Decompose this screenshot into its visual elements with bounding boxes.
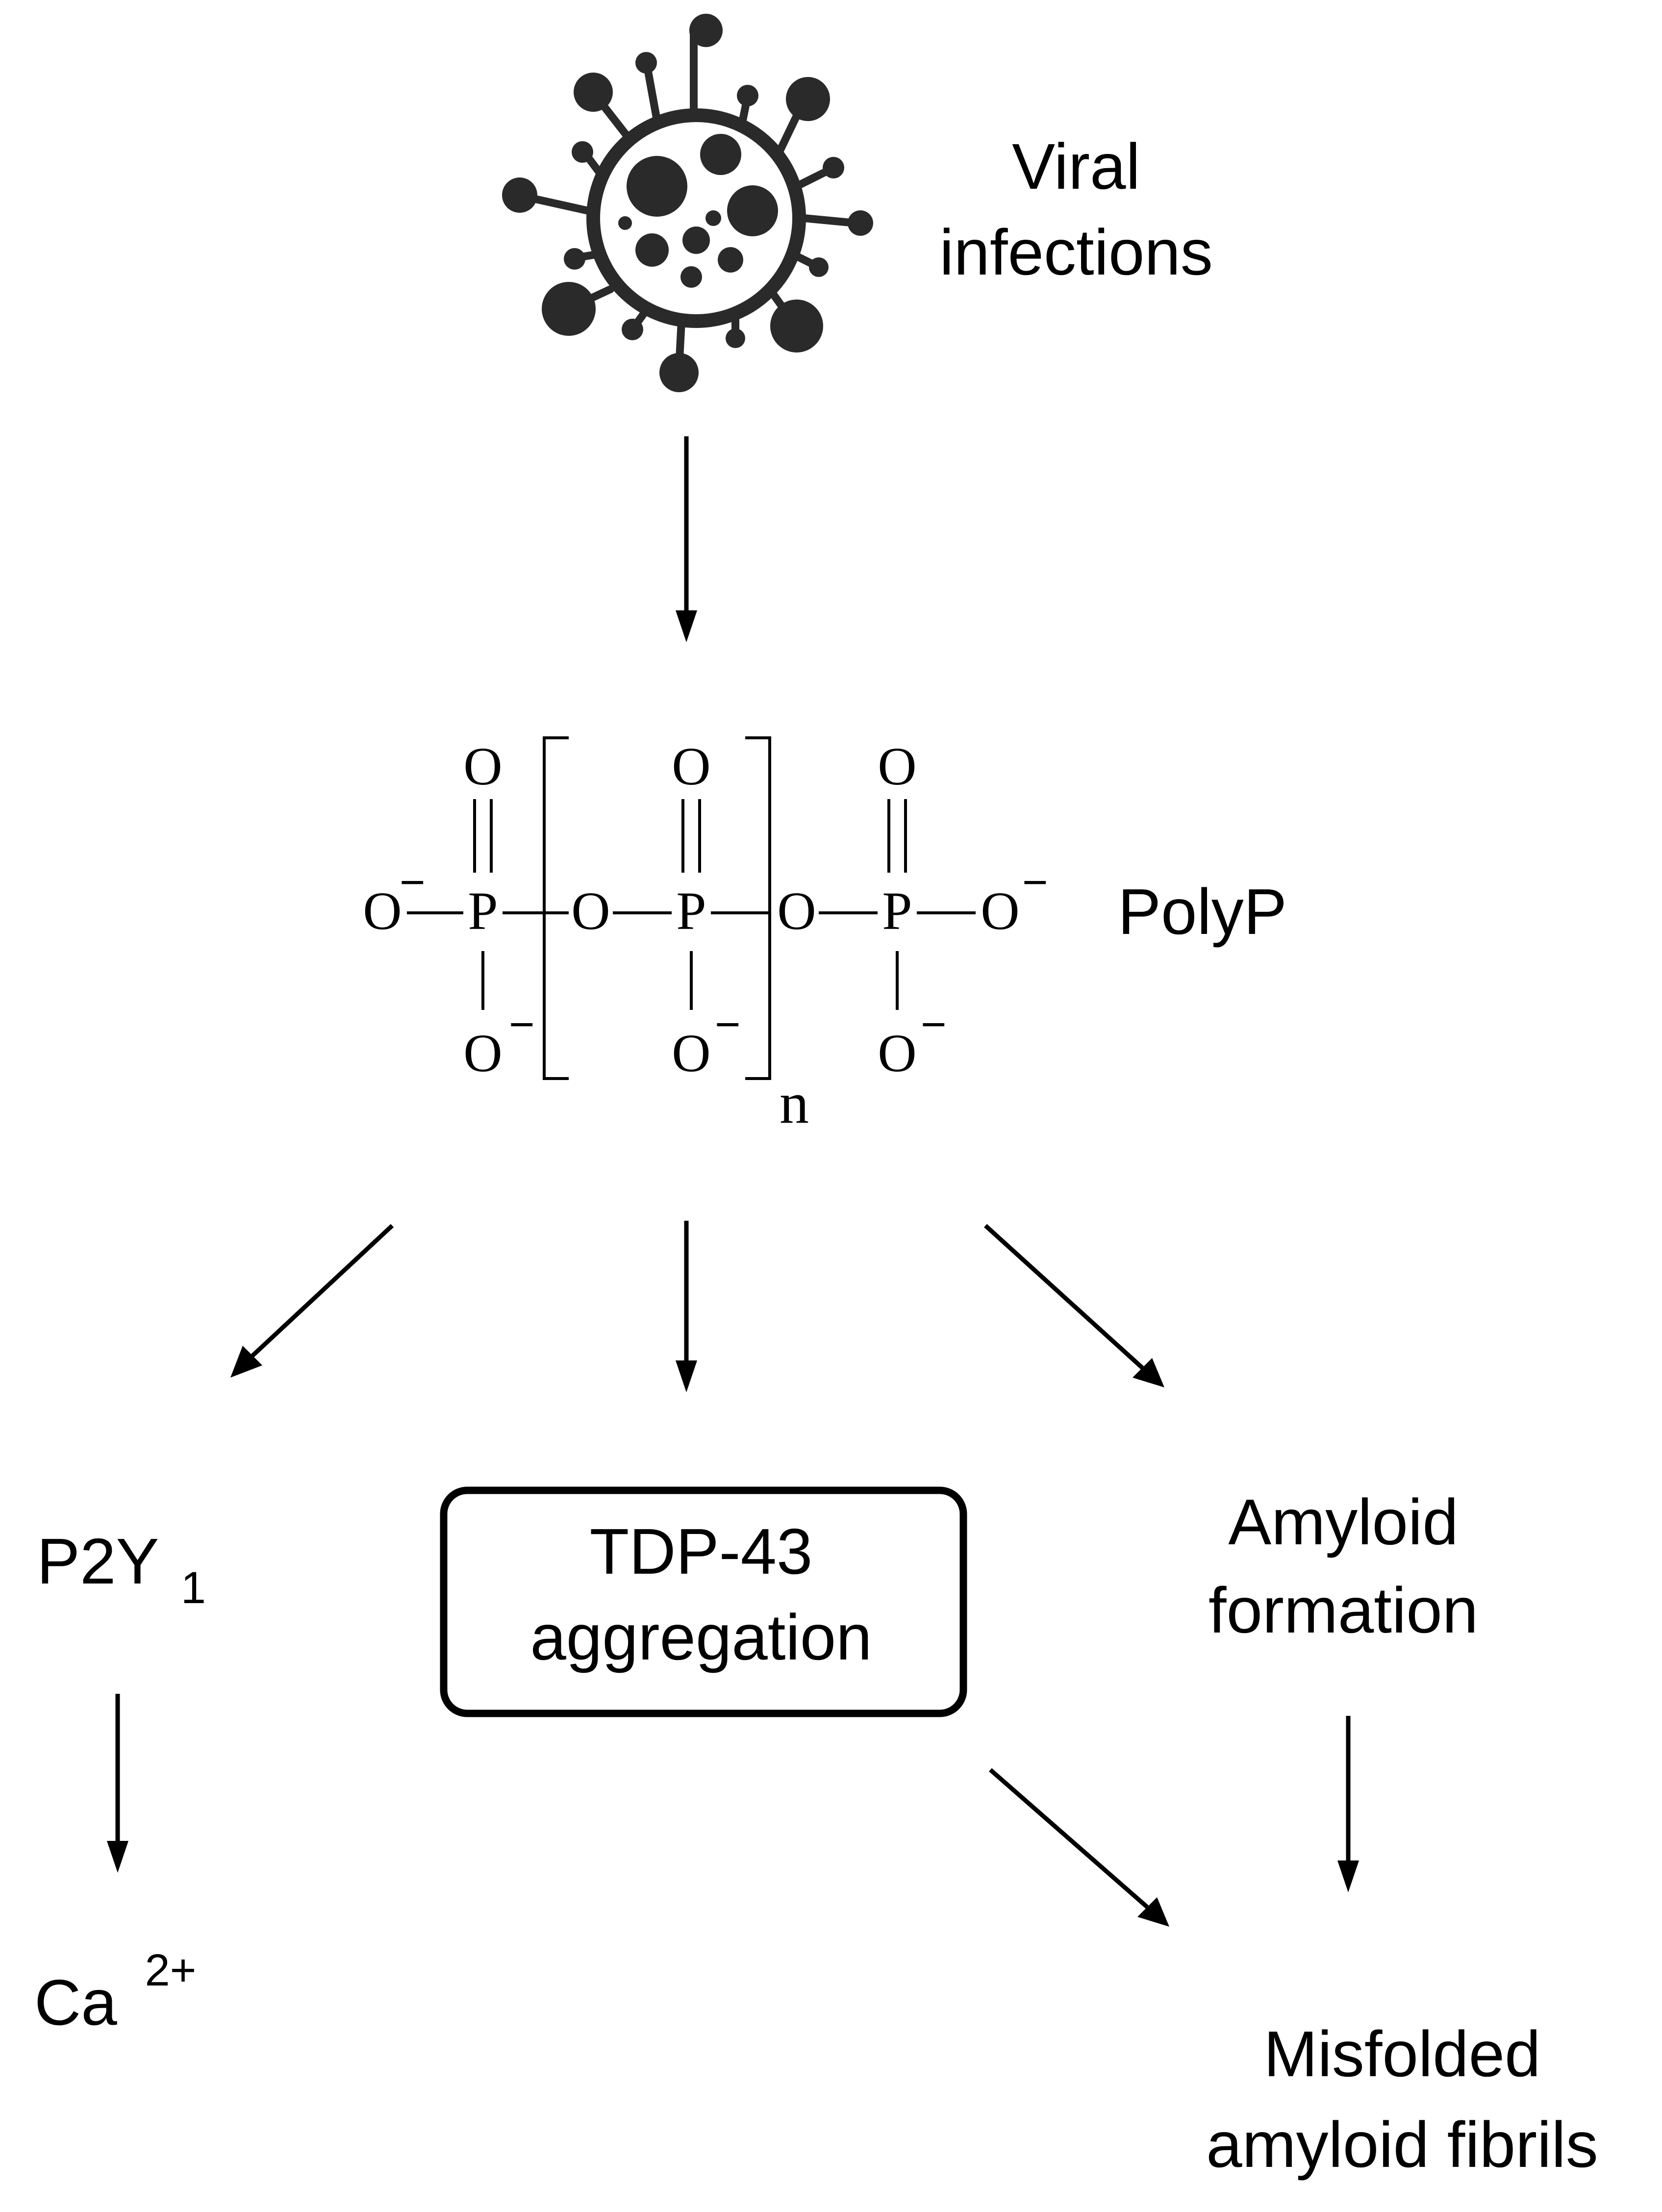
- p2y1-main: P2Y: [37, 1525, 158, 1597]
- arrow-tdp43-to-misfolded: [989, 1768, 1169, 1927]
- oxygen-top-1: O: [463, 736, 502, 796]
- oxygen-bridge-2: O: [777, 881, 816, 941]
- misfolded-fibrils-label-line2: amyloid fibrils: [1206, 2109, 1598, 2181]
- calcium-superscript: 2+: [145, 1945, 196, 1995]
- minus-bottom-1: −: [509, 1000, 535, 1049]
- minus-bottom-2: −: [715, 1000, 741, 1049]
- arrow-virus-to-polyp: [676, 436, 697, 642]
- oxygen-bottom-3: O: [878, 1023, 916, 1083]
- oxygen-right-end: O: [981, 881, 1019, 941]
- viral-infections-label: Viral: [1012, 130, 1140, 202]
- minus-left-end: −: [400, 858, 426, 907]
- oxygen-bridge-1: O: [571, 881, 610, 941]
- polyp-structure: O P O − O − O O P O − n O O P O: [363, 736, 1048, 1135]
- phosphorus-2: P: [676, 881, 706, 941]
- p2y1-subscript: 1: [181, 1563, 206, 1613]
- minus-right-end: −: [1022, 858, 1048, 907]
- tdp43-label: TDP-43: [590, 1515, 813, 1587]
- oxygen-bottom-1: O: [463, 1023, 502, 1083]
- misfolded-fibrils-label: Misfolded: [1264, 2018, 1541, 2090]
- oxygen-left-end: O: [363, 881, 402, 941]
- oxygen-bottom-2: O: [672, 1023, 710, 1083]
- arrow-polyp-to-amyloid: [983, 1224, 1164, 1387]
- arrow-polyp-to-tdp43: [676, 1221, 697, 1392]
- tdp43-label-line2: aggregation: [530, 1601, 872, 1673]
- oxygen-top-3: O: [878, 736, 916, 796]
- tdp43-box: [440, 1486, 967, 1717]
- calcium-main: Ca: [34, 1966, 117, 2038]
- repeat-subscript-n: n: [780, 1070, 809, 1135]
- minus-bottom-3: −: [921, 1000, 947, 1049]
- amyloid-formation-label: Amyloid: [1228, 1486, 1458, 1558]
- phosphorus-3: P: [882, 881, 912, 941]
- phosphorus-1: P: [468, 881, 498, 941]
- amyloid-formation-label-line2: formation: [1209, 1574, 1478, 1646]
- calcium-label: Ca 2+: [34, 1945, 196, 2038]
- arrow-amyloid-to-misfolded: [1337, 1716, 1359, 1892]
- p2y1-label: P2Y 1: [37, 1525, 206, 1613]
- virus-icon: [502, 14, 873, 392]
- polyp-label: PolyP: [1118, 876, 1287, 948]
- arrow-polyp-to-p2y1: [230, 1224, 394, 1378]
- arrow-p2y1-to-calcium: [107, 1694, 128, 1873]
- oxygen-top-2: O: [672, 736, 710, 796]
- viral-infections-label-line2: infections: [939, 216, 1213, 288]
